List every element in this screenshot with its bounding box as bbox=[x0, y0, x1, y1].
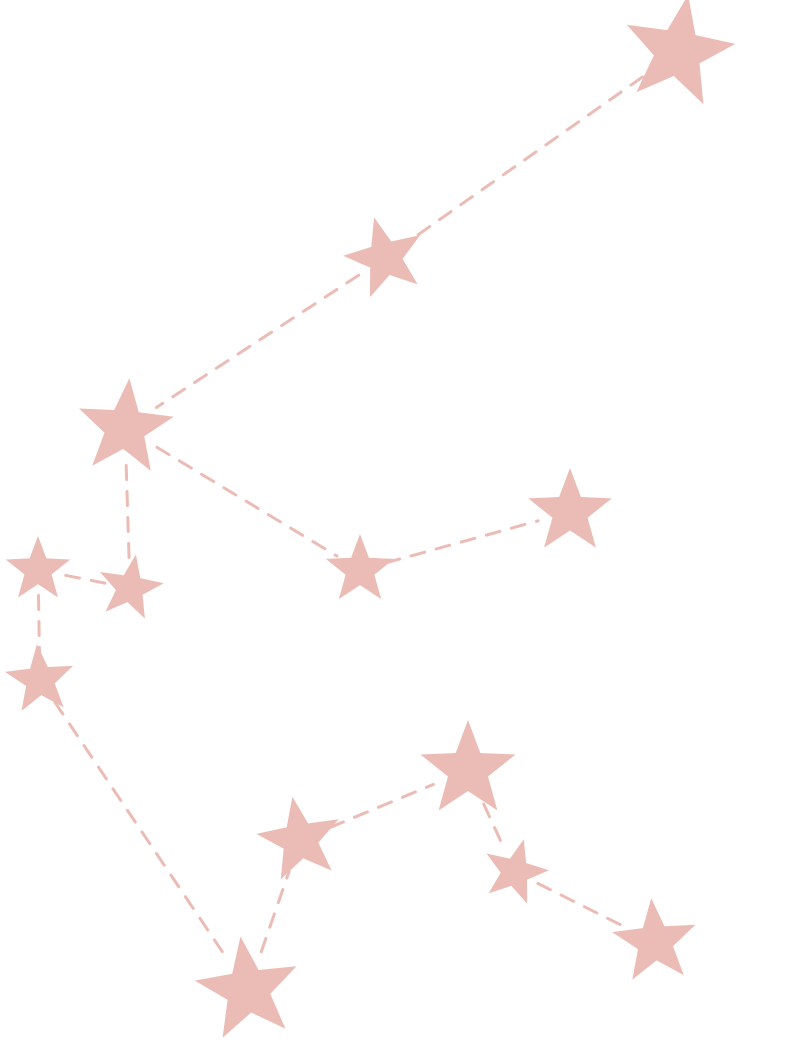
constellation-stars bbox=[4, 0, 736, 1038]
star-icon bbox=[4, 644, 74, 711]
dashed-connector-line bbox=[155, 445, 339, 558]
dashed-connector-line bbox=[482, 802, 506, 851]
star-icon bbox=[343, 217, 421, 298]
dashed-connector-line bbox=[384, 519, 540, 565]
dashed-connector-line bbox=[53, 700, 227, 958]
star-icon bbox=[420, 720, 516, 811]
dashed-connector-line bbox=[259, 869, 291, 954]
dashed-connector-line bbox=[61, 573, 107, 585]
star-icon bbox=[626, 0, 736, 105]
star-icon bbox=[5, 536, 71, 598]
dashed-connector-line bbox=[124, 463, 131, 565]
dashed-connector-line bbox=[328, 782, 435, 829]
dashed-connector-line bbox=[536, 881, 627, 929]
constellation-lines bbox=[36, 75, 644, 958]
star-icon bbox=[528, 468, 612, 548]
star-icon bbox=[612, 898, 696, 980]
dashed-connector-line bbox=[154, 273, 361, 409]
dashed-connector-line bbox=[36, 593, 42, 655]
dashed-connector-line bbox=[409, 75, 644, 242]
star-icon bbox=[194, 936, 297, 1038]
star-icon bbox=[325, 534, 395, 600]
star-icon bbox=[256, 796, 339, 880]
star-icon bbox=[100, 554, 164, 619]
star-icon bbox=[486, 839, 549, 904]
star-icon bbox=[79, 378, 174, 471]
